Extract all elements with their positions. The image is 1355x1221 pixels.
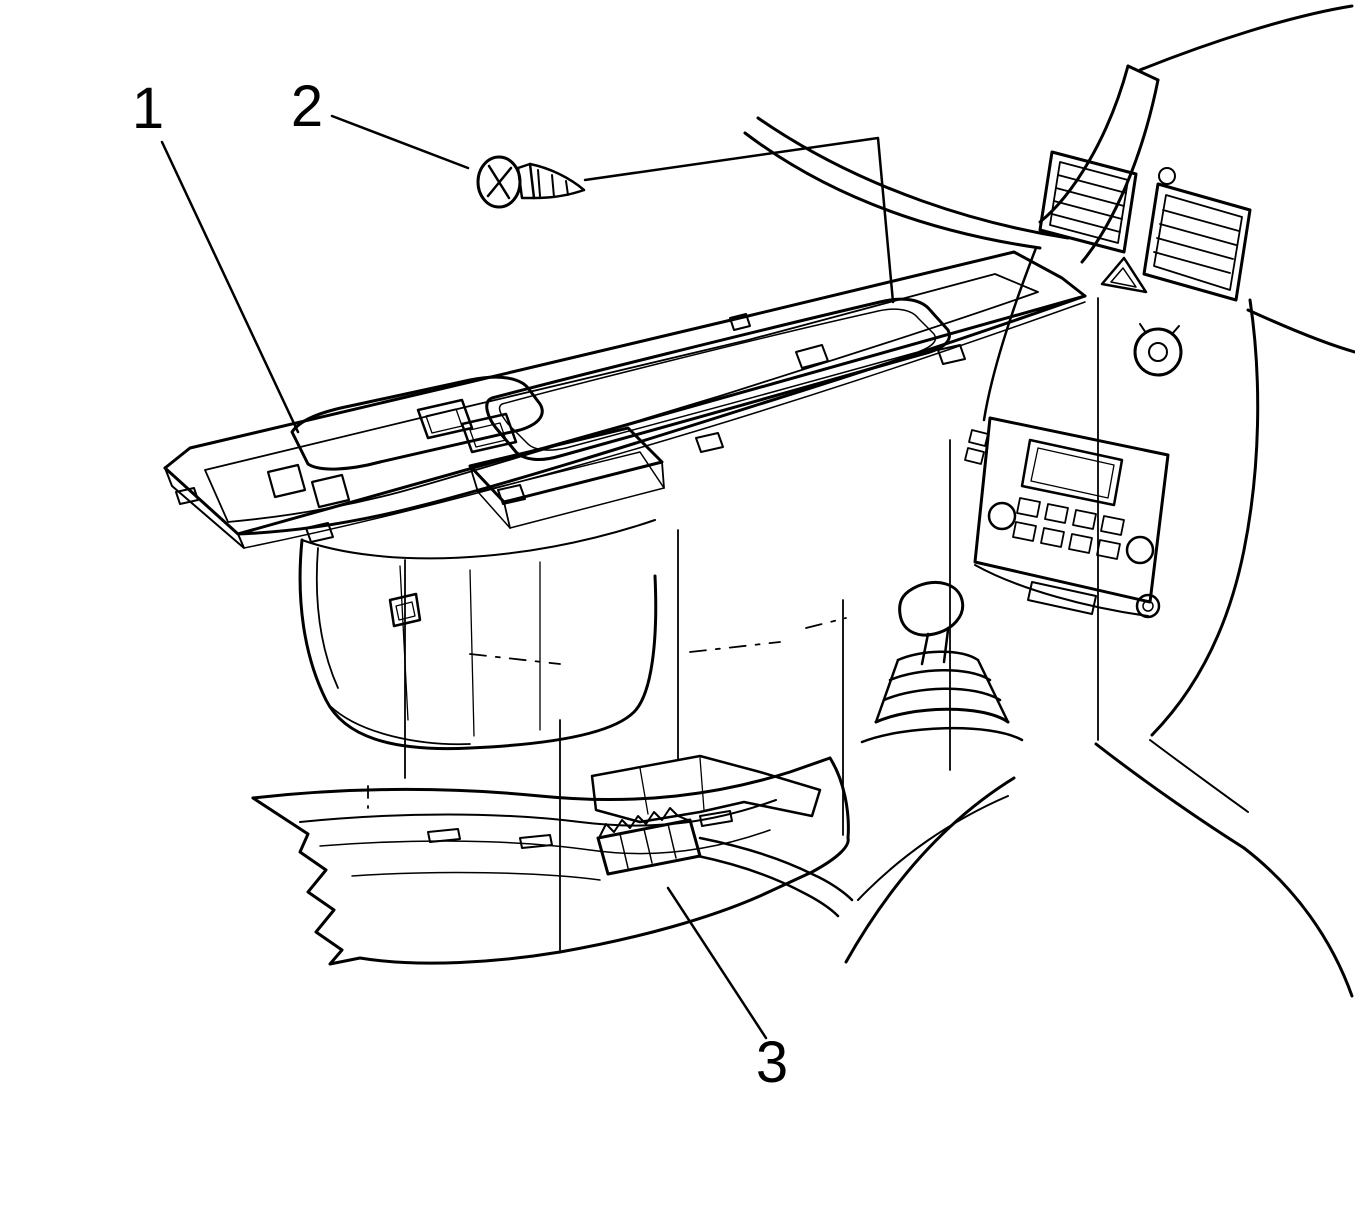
air-vent-left-icon [1038, 150, 1138, 254]
instrument-panel [743, 4, 1355, 998]
callout-leaders [160, 114, 895, 1040]
seat-switch-pod-icon [266, 375, 544, 509]
harness-wire [696, 854, 840, 918]
radio-hvac-stack-icon [964, 416, 1170, 619]
leader-line-3 [666, 886, 768, 1040]
clip-icon [175, 487, 199, 505]
leader-line-1 [160, 140, 300, 434]
clip-icon [795, 344, 829, 369]
harness-wire [698, 836, 854, 902]
leader-line-2b [583, 136, 895, 304]
callout-label-3: 3 [756, 1030, 788, 1095]
callout-label-2: 2 [291, 74, 323, 139]
hazard-switch-icon [1100, 256, 1148, 294]
leader-line-2 [330, 114, 470, 170]
vent-fastener-icon [1158, 167, 1176, 185]
projection-lines [367, 297, 1099, 951]
clip-icon [937, 344, 966, 365]
callout-label-1: 1 [132, 76, 164, 141]
air-vent-right-icon [1142, 182, 1252, 302]
bin-opening-icon [468, 426, 665, 529]
console-trim-plate [163, 250, 1087, 549]
storage-bin [298, 519, 658, 751]
clip-icon [305, 522, 334, 543]
gear-shifter-icon [860, 581, 1024, 744]
harness-connector [596, 807, 854, 918]
clip-icon [497, 484, 526, 505]
clip-icon [729, 313, 751, 331]
screw [476, 155, 586, 209]
clip-icon [695, 432, 724, 453]
headlamp-switch-icon [1133, 323, 1183, 377]
floor-console-base [251, 754, 850, 966]
